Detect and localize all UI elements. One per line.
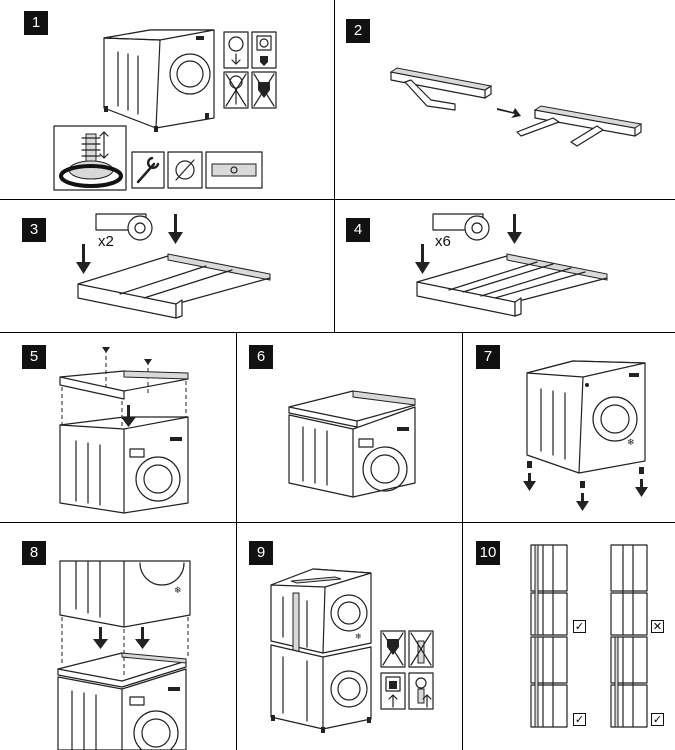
washer-machine-icon xyxy=(103,29,215,132)
divider-row2 xyxy=(0,332,675,333)
step-4-multiplier: x6 xyxy=(435,233,451,250)
water-tap-cross-icon xyxy=(408,630,434,668)
socket-icon xyxy=(251,31,277,69)
stack-ok-icon xyxy=(610,636,648,728)
strap-icon xyxy=(380,630,406,668)
water-tap-off-icon xyxy=(223,71,249,109)
divider-row1 xyxy=(0,199,675,200)
step-8-badge: 8 xyxy=(22,541,46,565)
check-ok-1: ✓ xyxy=(573,620,586,633)
washer-machine-icon xyxy=(57,652,187,750)
stacked-machines-icon: ❄ xyxy=(270,568,372,733)
stack-ok-icon xyxy=(530,544,568,636)
step-2-panel: 2 xyxy=(335,0,675,199)
unplug-cross-icon xyxy=(251,71,277,109)
step-6-panel: 6 xyxy=(237,333,462,522)
divider-vertical-left xyxy=(236,332,237,750)
step-2-badge: 2 xyxy=(346,19,370,43)
step-7-illustration: ❄ xyxy=(523,360,648,511)
unplug-icon xyxy=(223,31,249,69)
washer-machine-icon xyxy=(59,416,189,514)
water-tap-on-icon xyxy=(408,672,434,710)
step-8-illustration: ❄ xyxy=(57,560,191,750)
adjustable-foot-icon xyxy=(53,125,127,191)
step-3-illustration xyxy=(76,213,271,319)
svg-text:❄: ❄ xyxy=(355,632,362,641)
dryer-icon: ❄ xyxy=(526,360,646,474)
step-7-panel: 7 ❄ xyxy=(463,333,675,522)
svg-text:❄: ❄ xyxy=(174,586,182,596)
machine-feet-icon xyxy=(527,461,644,488)
step-6-badge: 6 xyxy=(249,345,273,369)
check-ok-2: ✓ xyxy=(573,713,586,726)
step-1-panel: 1 xyxy=(0,0,334,199)
washer-machine-icon xyxy=(288,390,416,498)
down-arrow-icon xyxy=(415,214,522,274)
divider-vertical-top xyxy=(334,0,335,332)
step-5-badge: 5 xyxy=(22,345,46,369)
svg-text:❄: ❄ xyxy=(627,438,635,448)
frame-icon xyxy=(77,253,271,319)
adhesive-tape-icon xyxy=(95,213,153,241)
level-icon xyxy=(205,151,263,189)
step-6-illustration xyxy=(288,390,416,498)
step-4-illustration xyxy=(415,213,608,317)
dryer-icon: ❄ xyxy=(59,560,191,628)
socket-template-icon xyxy=(167,151,203,189)
plug-in-icon xyxy=(380,672,406,710)
divider-vertical-right xyxy=(462,332,463,750)
step-3-multiplier: x2 xyxy=(98,233,114,250)
step-3-panel: 3 x2 xyxy=(0,200,334,332)
wrench-icon xyxy=(131,151,165,189)
step-10-badge: 10 xyxy=(476,541,500,565)
step-4-badge: 4 xyxy=(346,218,370,242)
down-arrow-icon xyxy=(523,473,648,511)
step-5-illustration xyxy=(59,347,189,514)
step-7-badge: 7 xyxy=(476,345,500,369)
down-arrow-icon xyxy=(93,627,150,649)
bracket-icon xyxy=(389,67,643,147)
stack-wrong-icon xyxy=(610,544,648,636)
step-1-illustration xyxy=(53,29,277,191)
down-arrow-icon xyxy=(121,405,136,427)
step-9-badge: 9 xyxy=(249,541,273,565)
check-ok-3: ✓ xyxy=(651,713,664,726)
step-10-panel: 10 xyxy=(463,523,675,750)
frame-icon xyxy=(59,370,189,400)
divider-row3 xyxy=(0,522,675,523)
step-9-illustration: ❄ xyxy=(270,568,434,733)
check-wrong: ✕ xyxy=(651,620,664,633)
step-3-badge: 3 xyxy=(22,218,46,242)
step-9-panel: 9 ❄ xyxy=(237,523,462,750)
step-8-panel: 8 ❄ xyxy=(0,523,236,750)
down-arrow-icon xyxy=(76,214,183,274)
step-10-illustration xyxy=(530,544,648,728)
step-1-badge: 1 xyxy=(24,11,48,35)
stack-ok-icon xyxy=(530,636,568,728)
step-4-panel: 4 x6 xyxy=(335,200,675,332)
step-5-panel: 5 xyxy=(0,333,236,522)
adhesive-tape-icon xyxy=(432,213,490,241)
step-2-illustration xyxy=(389,67,643,147)
frame-icon xyxy=(416,253,608,317)
screw-icon xyxy=(102,347,152,393)
